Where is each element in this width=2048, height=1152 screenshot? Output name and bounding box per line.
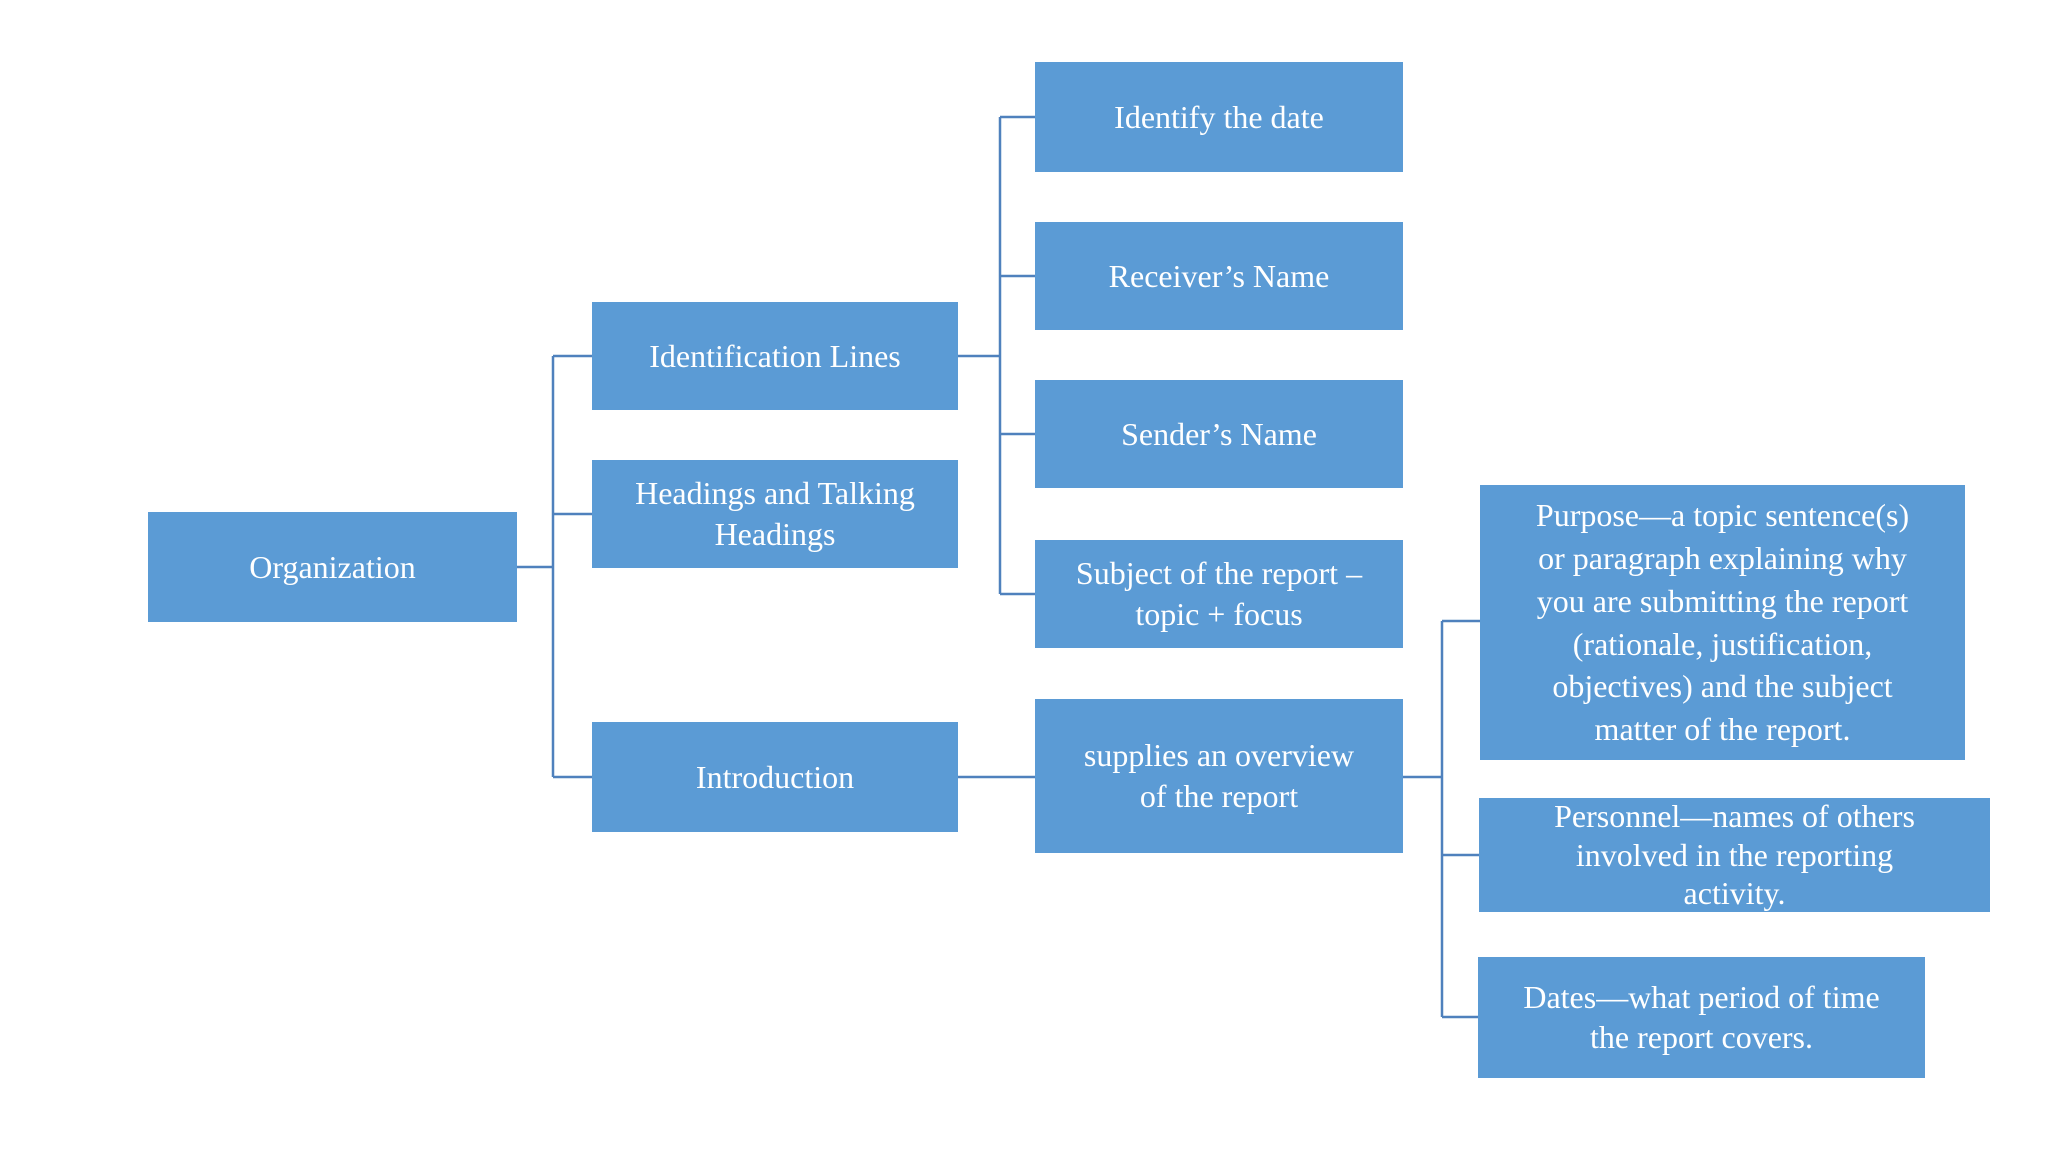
node-identify-the-date: Identify the date <box>1035 62 1403 172</box>
node-dates: Dates—what period of time the report cov… <box>1478 957 1925 1078</box>
node-introduction: Introduction <box>592 722 958 832</box>
node-senders-name: Sender’s Name <box>1035 380 1403 488</box>
node-purpose: Purpose—a topic sentence(s) or paragraph… <box>1480 485 1965 760</box>
node-overview-of-the-report: supplies an overview of the report <box>1035 699 1403 853</box>
node-headings-and-talking-headings: Headings and Talking Headings <box>592 460 958 568</box>
node-subject-of-the-report: Subject of the report – topic + focus <box>1035 540 1403 648</box>
node-personnel: Personnel—names of others involved in th… <box>1479 798 1990 912</box>
node-receivers-name: Receiver’s Name <box>1035 222 1403 330</box>
node-identification-lines: Identification Lines <box>592 302 958 410</box>
node-organization: Organization <box>148 512 517 622</box>
